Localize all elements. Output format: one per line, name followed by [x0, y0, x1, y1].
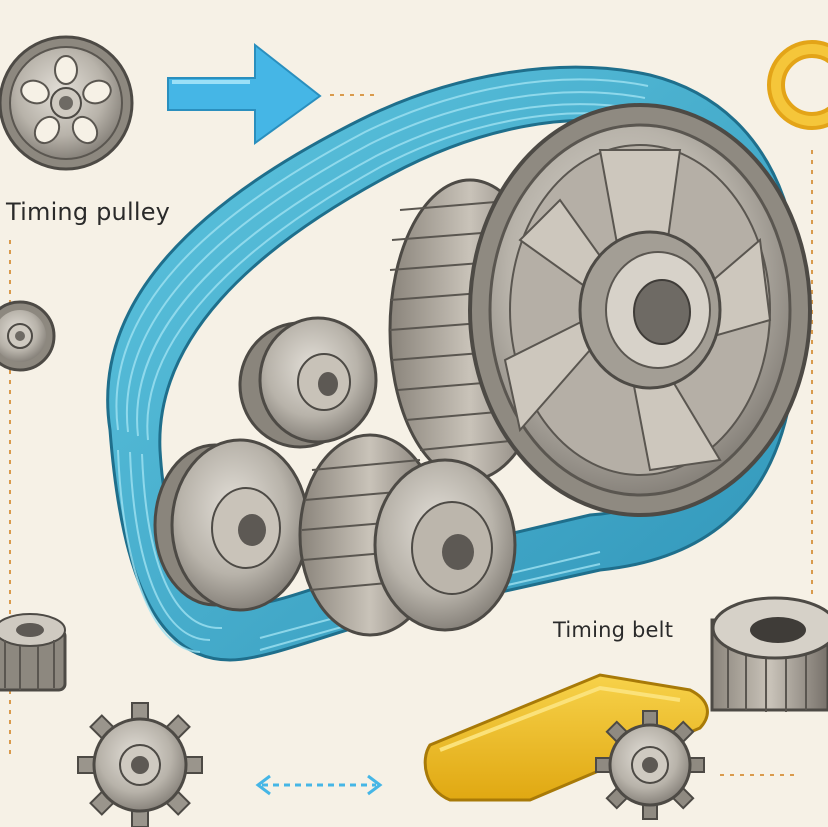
- right-arrow-icon: [167, 42, 322, 145]
- washer-left: [0, 300, 56, 372]
- timing-belt-label: Timing belt: [553, 618, 674, 642]
- gear-bottom: [77, 702, 203, 827]
- toothed-idler-lower: [298, 433, 517, 637]
- idler-pulley-lower-left: [153, 438, 310, 612]
- timing-pulley-label: Timing pulley: [6, 198, 171, 226]
- idler-pulley-upper: [238, 316, 378, 449]
- double-arrow-icon: [255, 774, 383, 796]
- gear-bottom-left: [0, 613, 67, 692]
- small-pulley-top-left: [0, 35, 134, 171]
- gear-on-bracket: [595, 710, 705, 820]
- ring-icon: [767, 40, 828, 130]
- large-timing-pulley: [388, 103, 812, 517]
- toothed-pulley-right: [710, 596, 828, 712]
